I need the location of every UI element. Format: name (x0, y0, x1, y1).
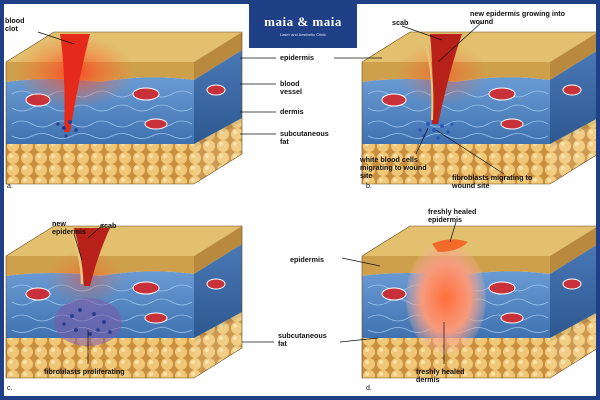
label-blood-clot-line: blood (5, 16, 25, 25)
label-scab-b: scab (392, 18, 409, 27)
panel-b (361, 31, 596, 185)
label-blood-vessel-line: blood (280, 79, 300, 88)
label-subcutaneous-fat-d-line: fat (278, 339, 287, 348)
brand-logo[interactable]: maia & maia Laser and Aesthetic Clinic (249, 4, 357, 48)
label-healed-epidermis-line: epidermis (428, 215, 462, 224)
label-fibroblasts-proliferating: fibroblasts proliferating (44, 367, 125, 376)
leader-lines (37, 21, 505, 364)
blood-clot-shape (60, 34, 90, 132)
panel-letter-a: a. (7, 183, 13, 190)
label-dermis: dermis (280, 107, 304, 116)
label-epidermis-d: epidermis (290, 255, 324, 264)
label-fibroblasts-migrating-line: wound site (451, 181, 490, 190)
label-blood-vessel-line: vessel (280, 87, 302, 96)
label-healed-dermis-line: freshly healed (416, 367, 464, 376)
panel-letter-c: c. (7, 385, 13, 392)
label-new-epidermis-c-line: epidermis (52, 227, 86, 236)
scab-shape (430, 34, 462, 124)
label-fibroblasts-migrating-line: fibroblasts migrating to (452, 173, 533, 182)
label-new-epidermis-c-line: new (52, 219, 66, 228)
scab-shape-c (74, 228, 110, 286)
label-subcutaneous-fat-a-line: subcutaneous (280, 129, 329, 138)
label-subcutaneous-fat-a-line: fat (280, 137, 289, 146)
healed-dermis-shape (406, 242, 486, 354)
label-blood-clot-line: clot (5, 24, 18, 33)
label-healed-epidermis-line: freshly healed (428, 207, 476, 216)
label-new-epidermis-b-line: wound (469, 17, 493, 26)
panel-letter-d: d. (366, 385, 372, 392)
label-white-blood-cells-line: migrating to wound (360, 163, 427, 172)
label-new-epidermis-b-line: new epidermis growing into (470, 9, 566, 18)
label-white-blood-cells-line: site (360, 171, 372, 180)
panel-a (5, 31, 243, 185)
panel-letter-b: b. (366, 183, 372, 190)
label-scab-c: scab (100, 221, 117, 230)
fibroblast-cluster (54, 298, 122, 346)
label-healed-dermis-line: dermis (416, 375, 440, 384)
panel-d (361, 225, 596, 379)
label-subcutaneous-fat-d-line: subcutaneous (278, 331, 327, 340)
label-epidermis-a: epidermis (280, 53, 314, 62)
panel-c (5, 225, 243, 379)
healed-epidermis-shape (432, 239, 468, 252)
label-white-blood-cells-line: white blood cells (359, 155, 418, 164)
logo-tagline: Laser and Aesthetic Clinic (279, 32, 327, 37)
logo-name: maia & maia (264, 14, 342, 29)
